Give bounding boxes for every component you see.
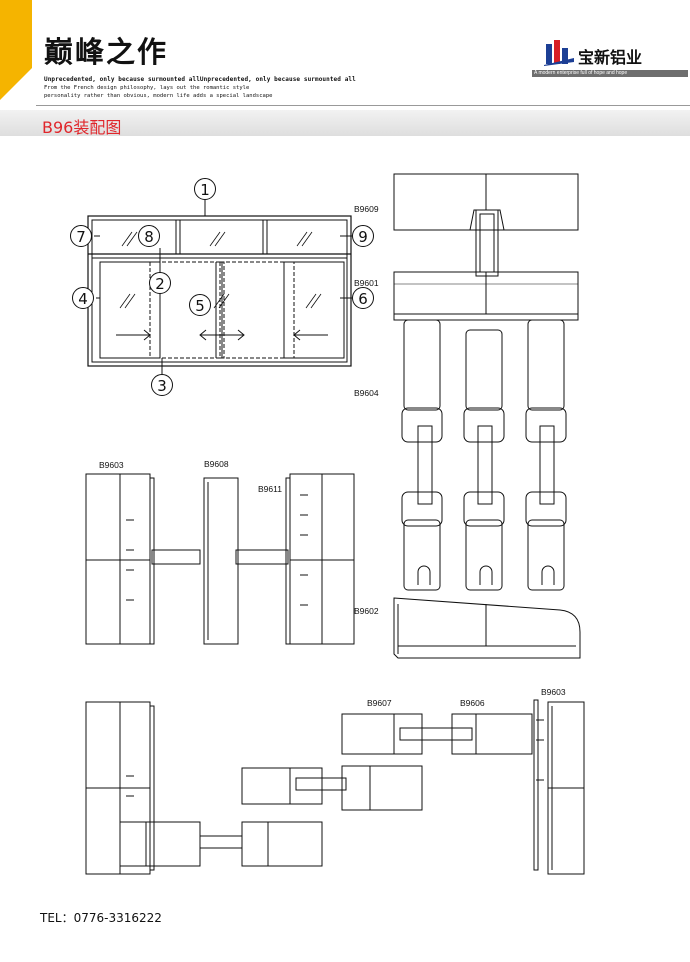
callout-7: 7 xyxy=(70,225,92,247)
sash-column-1 xyxy=(401,319,443,591)
sash-column-2 xyxy=(463,329,505,591)
callout-3: 3 xyxy=(151,374,173,396)
company-name: 宝新铝业 xyxy=(578,48,643,67)
label-b9606: B9606 xyxy=(460,698,485,708)
label-b9601: B9601 xyxy=(354,278,379,288)
section-band xyxy=(0,110,690,136)
callout-8: 8 xyxy=(138,225,160,247)
slogan-text: Unprecedented, only because surmounted a… xyxy=(44,76,356,83)
label-b9607: B9607 xyxy=(367,698,392,708)
callout-1: 1 xyxy=(194,178,216,200)
callout-9: 9 xyxy=(352,225,374,247)
label-b9609: B9609 xyxy=(354,204,379,214)
callout-6: 6 xyxy=(352,287,374,309)
description-line-2: personality rather than obvious, modern … xyxy=(44,93,273,99)
yellow-corner-tab xyxy=(0,0,32,100)
vertical-section xyxy=(393,173,581,659)
sash-column-3 xyxy=(525,319,567,591)
label-b9603-top: B9603 xyxy=(99,460,124,470)
brand-title: 巅峰之作 xyxy=(44,35,169,69)
window-elevation xyxy=(87,200,352,374)
middle-section xyxy=(85,473,355,645)
callout-2: 2 xyxy=(149,272,171,294)
label-b9604: B9604 xyxy=(354,388,379,398)
description-line-1: From the French design philosophy, lays … xyxy=(44,85,250,91)
label-b9602: B9602 xyxy=(354,606,379,616)
header-separator xyxy=(36,105,690,106)
label-b9608: B9608 xyxy=(204,459,229,469)
label-b9611: B9611 xyxy=(258,484,282,494)
company-tagline: A modern enterprise full of hope and hop… xyxy=(534,70,628,76)
section-title: B96装配图 xyxy=(42,118,122,137)
company-logo-icon xyxy=(544,40,574,66)
company-tag-bar xyxy=(532,70,688,77)
callout-5: 5 xyxy=(189,294,211,316)
label-b9603-bottom: B9603 xyxy=(541,687,566,697)
bottom-section xyxy=(85,699,585,875)
footer-telephone: TEL：0776-3316222 xyxy=(40,911,162,925)
callout-4: 4 xyxy=(72,287,94,309)
